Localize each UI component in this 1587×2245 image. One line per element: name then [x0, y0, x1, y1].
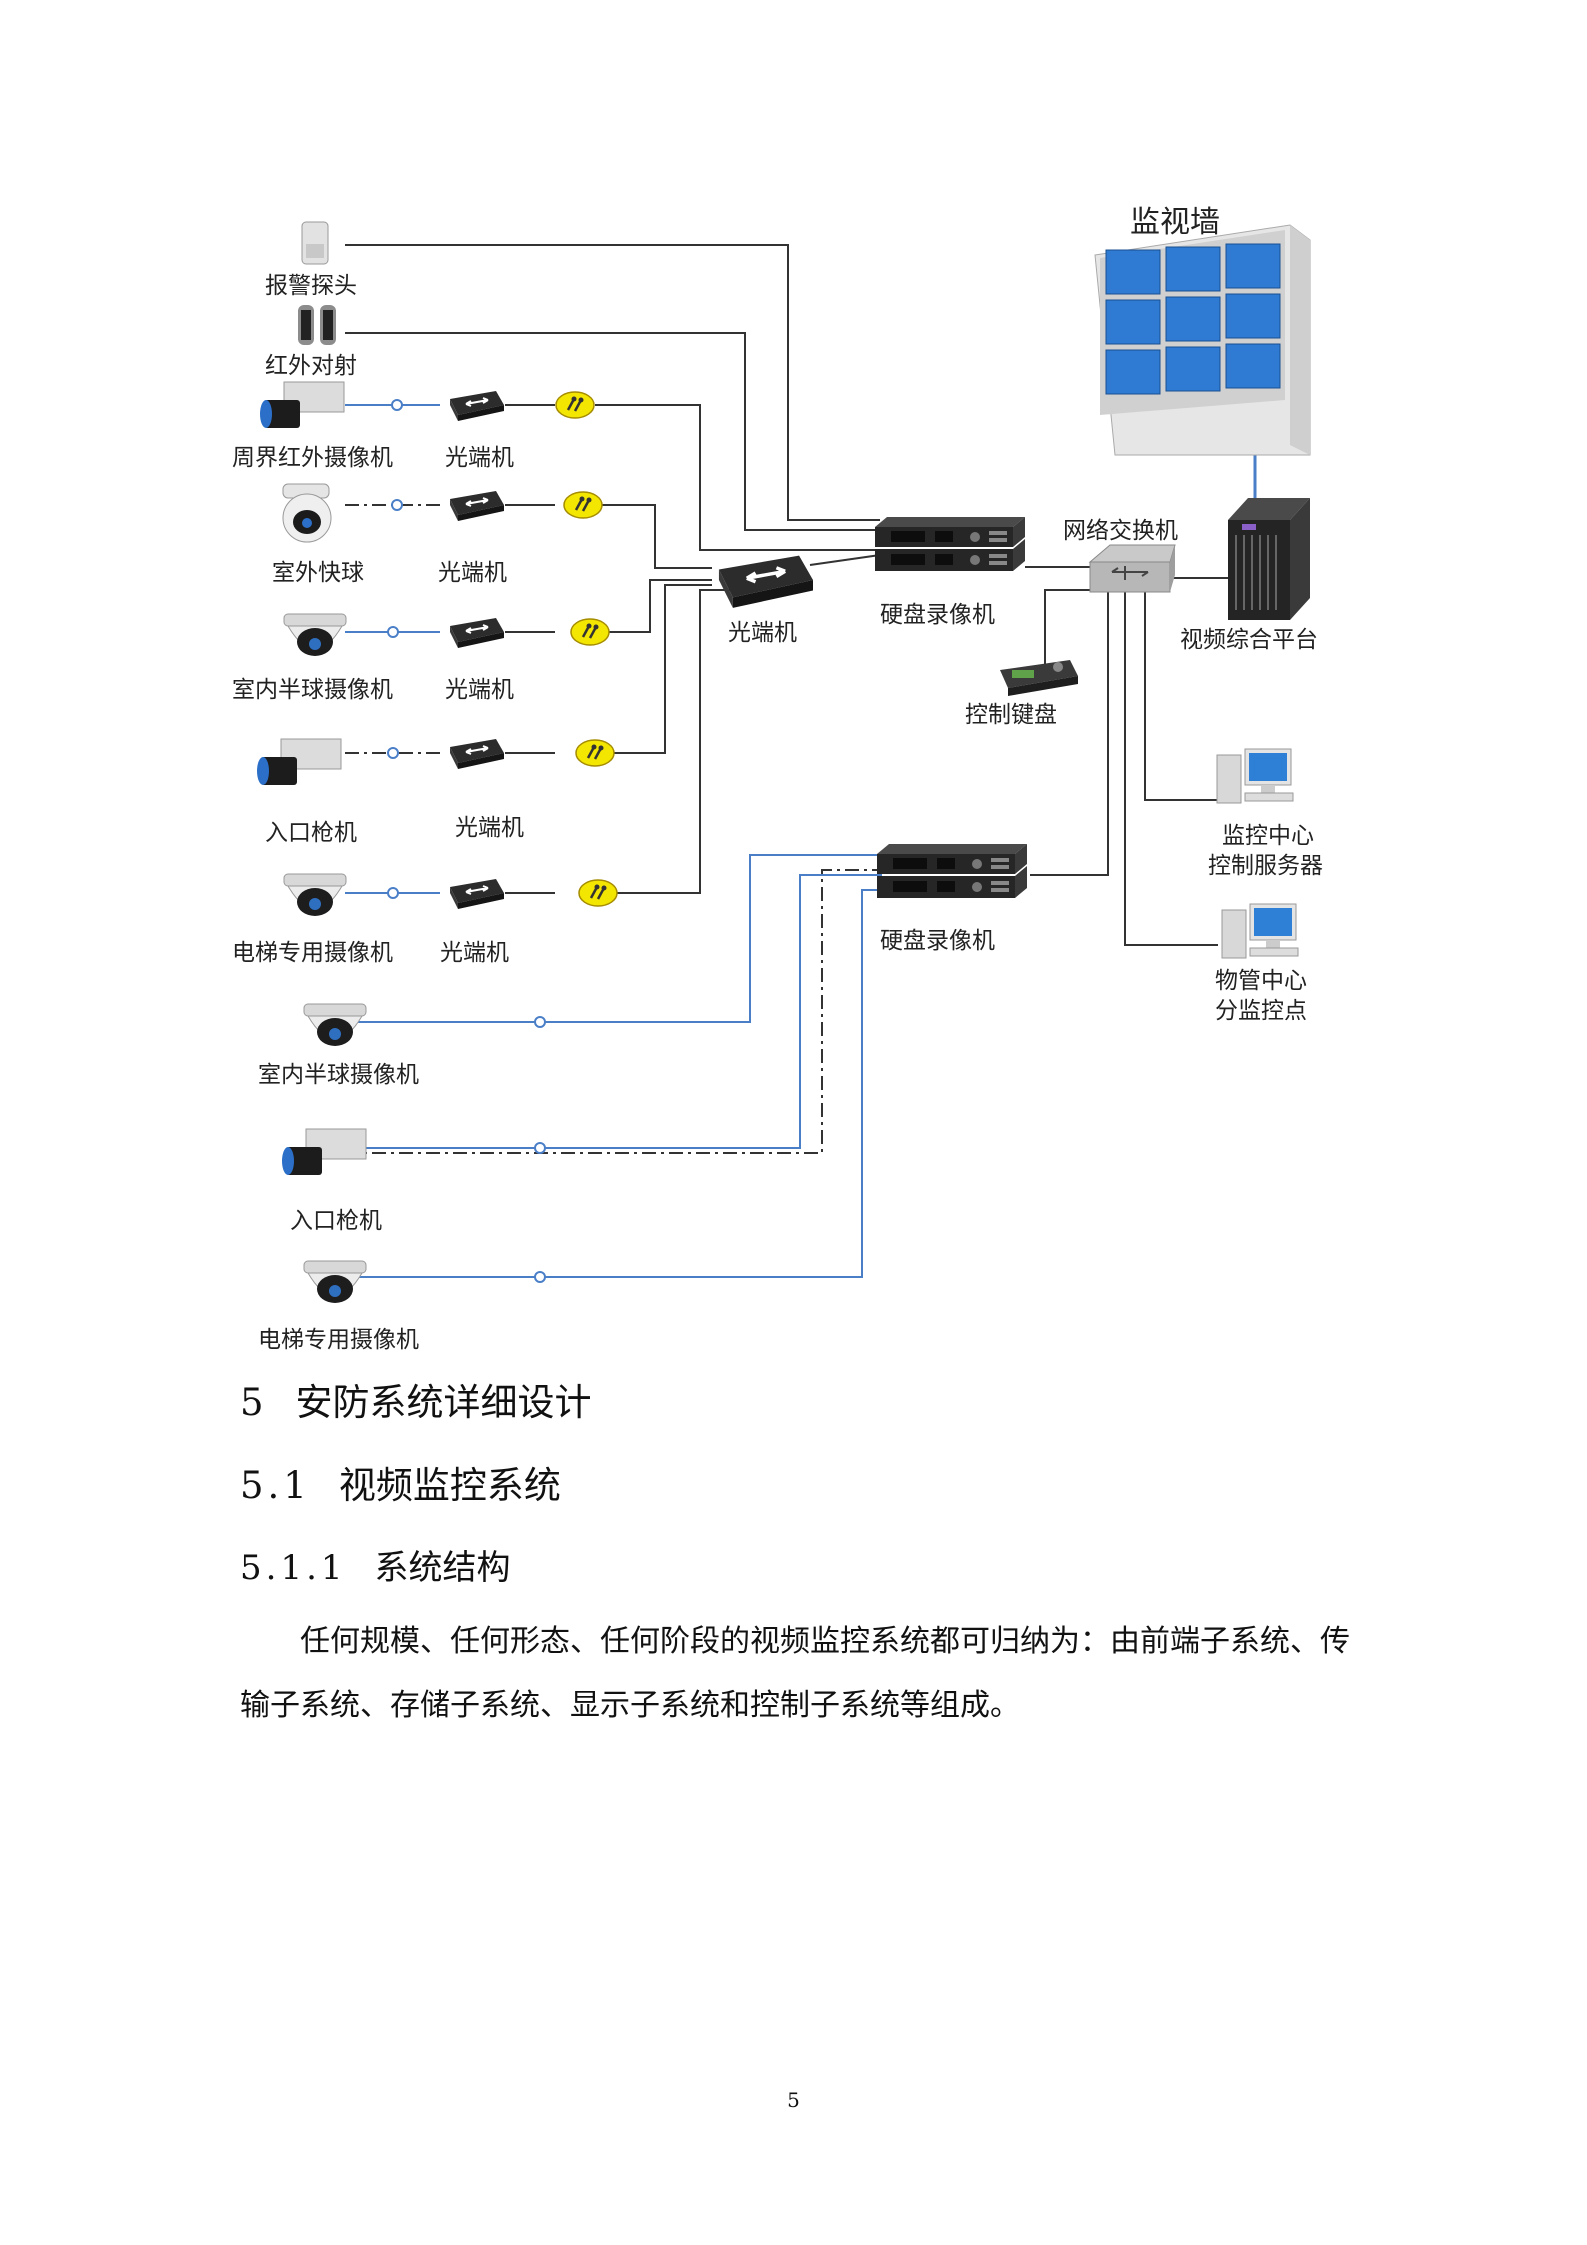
outdoor-ptz-camera-icon	[282, 483, 332, 543]
video-wall-title: 监视墙	[1130, 205, 1220, 240]
fiber-transceiver-label-5: 光端机	[440, 940, 509, 966]
fiber-transceiver-icon	[449, 617, 504, 649]
section-title: 安防系统详细设计	[295, 1381, 592, 1424]
dvr-label-1: 硬盘录像机	[880, 602, 995, 628]
elevator-camera-icon	[303, 1260, 367, 1304]
entrance-camera-label-1: 入口枪机	[265, 820, 357, 846]
entrance-camera-icon	[281, 1128, 367, 1176]
video-wall-screen	[1105, 299, 1161, 345]
elevator-camera-label-1: 电梯专用摄像机	[232, 940, 393, 966]
fiber-connector-icon	[578, 878, 618, 908]
control-keyboard-icon	[1000, 660, 1078, 696]
elevator-camera-icon	[283, 873, 347, 917]
control-keyboard-label: 控制键盘	[965, 702, 1057, 728]
indoor-dome-label-1: 室内半球摄像机	[232, 677, 393, 703]
body-paragraph: 任何规模、任何形态、任何阶段的视频监控系统都可归纳为：由前端子系统、传输子系统、…	[240, 1624, 1350, 1723]
fiber-transceiver-icon	[449, 878, 504, 910]
monitor-center-label-1: 监控中心	[1222, 823, 1314, 849]
fiber-transceiver-label-3: 光端机	[445, 677, 514, 703]
dvr-label-2: 硬盘录像机	[880, 928, 995, 954]
connection-lines	[345, 244, 1257, 1283]
fiber-connector-icon	[575, 738, 615, 768]
indoor-dome-label-2: 室内半球摄像机	[258, 1062, 419, 1088]
dvr-icon	[875, 517, 1025, 571]
property-center-computer-icon	[1221, 903, 1299, 959]
property-center-label-2: 分监控点	[1215, 998, 1307, 1024]
fiber-transceiver-icon	[449, 390, 504, 422]
section-heading-5-1-1: 5.1.1 系统结构	[240, 1540, 511, 1589]
network-switch-icon	[1088, 544, 1176, 593]
indoor-dome-camera-icon	[283, 613, 347, 657]
section-heading-5: 5 安防系统详细设计	[240, 1372, 592, 1426]
section-number: 5.1.1	[240, 1548, 347, 1588]
monitor-center-server-icon	[1216, 748, 1294, 804]
section-title: 系统结构	[374, 1548, 511, 1588]
infrared-beam-icon	[298, 305, 336, 345]
video-wall-screen	[1225, 293, 1281, 339]
section-number: 5	[240, 1381, 268, 1424]
outdoor-dome-label: 室外快球	[272, 560, 364, 586]
infrared-beam-label: 红外对射	[265, 353, 357, 379]
fiber-transceiver-icon	[449, 490, 504, 522]
video-wall-screen	[1165, 246, 1221, 292]
entrance-camera-icon	[256, 738, 342, 786]
video-wall-screen	[1165, 296, 1221, 342]
perimeter-camera-icon	[259, 381, 345, 429]
elevator-camera-label-2: 电梯专用摄像机	[258, 1327, 419, 1353]
security-system-diagram: 报警探头 红外对射 周界红外摄像机 光端机 室外快球 光端机 室内半球摄像机 光…	[232, 205, 1323, 1353]
fiber-connector-icon	[563, 490, 603, 520]
video-wall-screen	[1225, 243, 1281, 289]
fiber-transceiver-icon	[449, 738, 504, 770]
video-wall-screen	[1225, 343, 1281, 389]
fiber-transceiver-label-1: 光端机	[445, 445, 514, 471]
main-fiber-transceiver-icon	[717, 553, 813, 610]
video-wall-screens	[1105, 243, 1281, 395]
video-platform-icon	[1228, 498, 1310, 620]
monitor-center-label-2: 控制服务器	[1208, 853, 1323, 879]
section-title: 视频监控系统	[338, 1464, 561, 1507]
video-wall-screen	[1105, 249, 1161, 295]
video-platform-label: 视频综合平台	[1180, 627, 1318, 653]
video-wall-screen	[1105, 349, 1161, 395]
page-number: 5	[787, 2088, 800, 2112]
perimeter-camera-label: 周界红外摄像机	[232, 445, 393, 471]
section-number: 5.1	[240, 1464, 311, 1507]
alarm-detector-icon	[301, 221, 329, 265]
entrance-camera-label-2: 入口枪机	[290, 1208, 382, 1234]
alarm-detector-label: 报警探头	[265, 273, 357, 299]
fiber-connector-icon	[570, 617, 610, 647]
network-switch-label: 网络交换机	[1063, 518, 1178, 544]
section-heading-5-1: 5.1 视频监控系统	[240, 1455, 561, 1509]
indoor-dome-camera-icon	[303, 1003, 367, 1047]
dvr-icon	[877, 844, 1027, 898]
fiber-connector-icon	[555, 390, 595, 420]
fiber-transceiver-label-4: 光端机	[455, 815, 524, 841]
property-center-label-1: 物管中心	[1215, 968, 1307, 994]
main-fiber-transceiver-label: 光端机	[728, 620, 797, 646]
fiber-transceiver-label-2: 光端机	[438, 560, 507, 586]
video-wall-screen	[1165, 346, 1221, 392]
